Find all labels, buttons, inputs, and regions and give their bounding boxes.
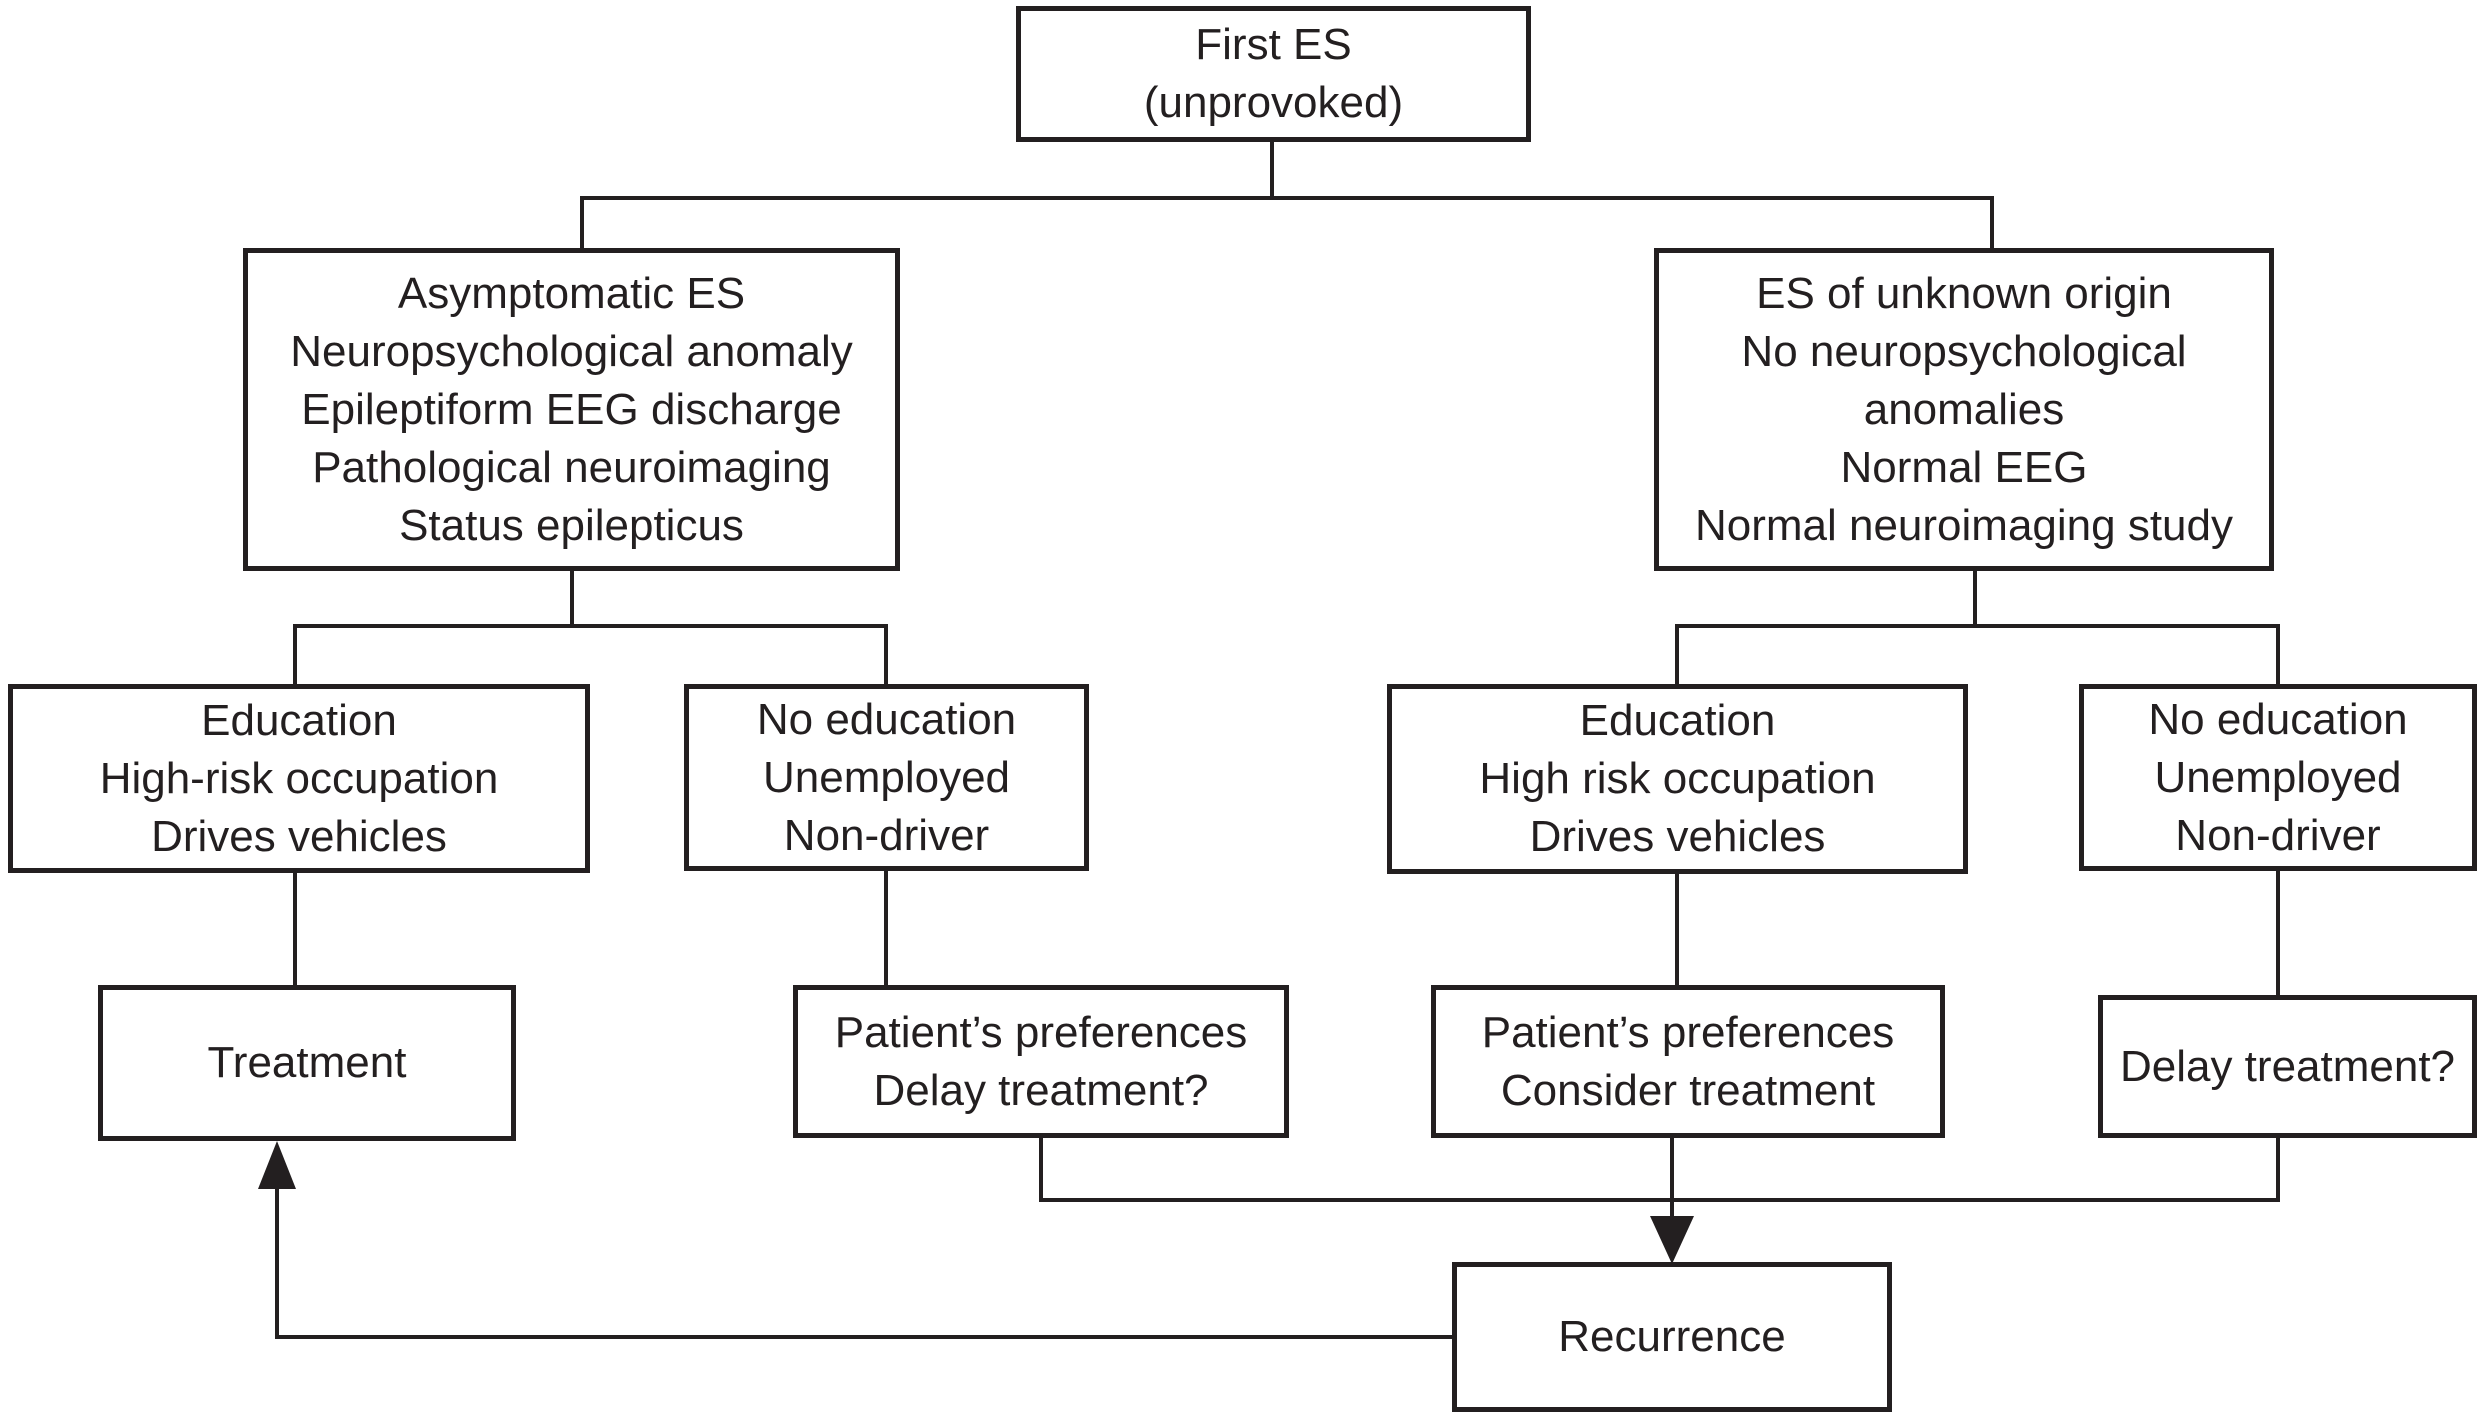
- connector-to-treatment: [293, 871, 297, 989]
- connector-to-preferences-delay: [884, 869, 888, 989]
- node-line: Normal EEG: [1840, 442, 2088, 492]
- node-line: High-risk occupation: [99, 753, 499, 803]
- node-recurrence: Recurrence: [1452, 1262, 1892, 1412]
- connector-right-branch: [1675, 624, 2280, 628]
- node-line: Delay treatment?: [2119, 1041, 2456, 1091]
- node-treatment: Treatment: [98, 985, 516, 1141]
- connector-to-symptomatic: [580, 196, 584, 252]
- node-line: Delay treatment?: [873, 1065, 1209, 1115]
- connector-left-branch: [293, 624, 888, 628]
- node-symptomatic-es: Asymptomatic ES Neuropsychological anoma…: [243, 248, 900, 571]
- node-line: Drives vehicles: [1529, 812, 1826, 861]
- node-line: Education: [201, 695, 397, 745]
- node-line: Patient’s preferences: [834, 1007, 1248, 1057]
- connector-preferences-delay-stem: [1039, 1136, 1043, 1202]
- node-preferences-consider-treatment: Patient’s preferences Consider treatment: [1431, 985, 1945, 1138]
- node-preferences-delay-treatment: Patient’s preferences Delay treatment?: [793, 985, 1289, 1138]
- node-line: Consider treatment: [1500, 1065, 1876, 1115]
- node-line: Asymptomatic ES: [397, 268, 746, 318]
- node-line: Treatment: [207, 1038, 407, 1087]
- node-line: Neuropsychological anomaly: [290, 326, 853, 376]
- connector-recurrence-feedback: [275, 1335, 1456, 1339]
- connector-to-preferences-consider: [1675, 872, 1679, 989]
- node-line: No education: [756, 694, 1017, 744]
- node-line: Pathological neuroimaging: [312, 442, 831, 492]
- node-line: No education: [2148, 694, 2408, 744]
- node-line: Drives vehicles: [151, 811, 447, 861]
- connector-top-branch: [580, 196, 1994, 200]
- connector-first-es-stem: [1270, 142, 1274, 200]
- node-line: Status epilepticus: [399, 500, 744, 550]
- node-line: Patient’s preferences: [1481, 1007, 1895, 1057]
- connector-to-no-education-left: [884, 624, 888, 688]
- node-line: ES of unknown origin: [1756, 268, 2172, 318]
- connector-to-no-education-right: [2276, 624, 2280, 688]
- node-line: Non-driver: [2175, 810, 2381, 860]
- node-no-education-left: No education Unemployed Non-driver: [684, 684, 1089, 871]
- connector-delay-treatment-stem: [2276, 1136, 2280, 1202]
- arrowhead-up-icon: [258, 1141, 296, 1189]
- node-education-left: Education High-risk occupation Drives ve…: [8, 684, 590, 873]
- node-line: High risk occupation: [1479, 754, 1876, 803]
- node-first-es: First ES (unprovoked): [1016, 6, 1531, 142]
- node-line: (unprovoked): [1143, 78, 1404, 127]
- node-line: No neuropsychological: [1741, 326, 2187, 376]
- node-education-right: Education High risk occupation Drives ve…: [1387, 684, 1968, 874]
- connector-to-unknown-origin: [1990, 196, 1994, 252]
- connector-unknown-stem: [1973, 571, 1977, 628]
- connector-symptomatic-stem: [570, 571, 574, 628]
- connector-to-education-left: [293, 624, 297, 688]
- node-no-education-right: No education Unemployed Non-driver: [2079, 684, 2477, 871]
- connector-to-delay-treatment: [2276, 869, 2280, 1003]
- node-line: Epileptiform EEG discharge: [301, 384, 842, 434]
- node-es-unknown-origin: ES of unknown origin No neuropsychologic…: [1654, 248, 2274, 571]
- node-line: Non-driver: [783, 810, 990, 860]
- node-line: Normal neuroimaging study: [1694, 500, 2234, 550]
- node-line: anomalies: [1863, 384, 2065, 434]
- node-line: Unemployed: [2154, 752, 2402, 802]
- node-delay-treatment: Delay treatment?: [2098, 995, 2477, 1138]
- node-line: Recurrence: [1558, 1312, 1786, 1361]
- node-line: Education: [1579, 696, 1776, 745]
- node-line: First ES: [1195, 20, 1352, 69]
- node-line: Unemployed: [762, 752, 1011, 802]
- connector-feedback-riser: [275, 1186, 279, 1339]
- connector-merge-branch: [1039, 1198, 2280, 1202]
- connector-to-education-right: [1675, 624, 1679, 688]
- connector-to-recurrence: [1670, 1136, 1674, 1220]
- arrowhead-down-icon: [1650, 1216, 1694, 1264]
